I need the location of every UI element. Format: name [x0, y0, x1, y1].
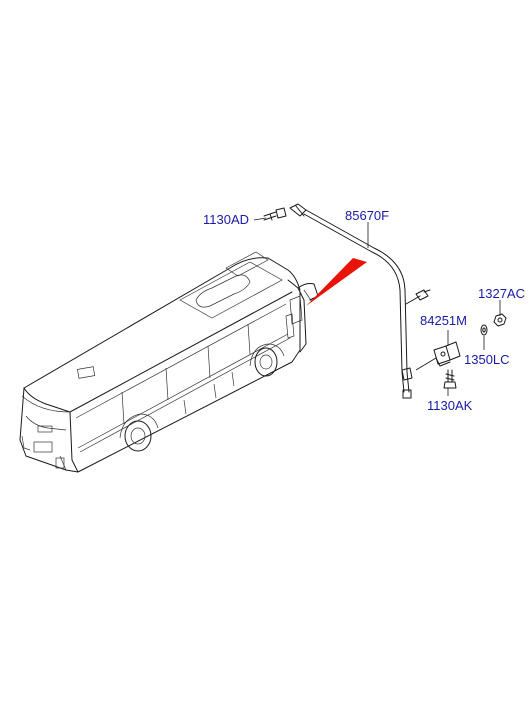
washer-1350lc: [480, 324, 488, 336]
label-84251m: 84251M: [420, 313, 467, 328]
leader-lines: [253, 217, 501, 396]
label-1350lc: 1350LC: [464, 352, 510, 367]
cable-assembly: [289, 203, 431, 399]
label-1130ad: 1130AD: [203, 212, 249, 227]
label-85670f: 85670F: [345, 208, 389, 223]
screw-1130ad: [263, 207, 287, 221]
bracket-84251m: [433, 341, 461, 367]
label-1130ak: 1130AK: [427, 398, 473, 413]
bolt-1130ak: [443, 369, 457, 389]
nut-1327ac: [493, 313, 507, 327]
bus-illustration: [19, 251, 319, 473]
label-1327ac: 1327AC: [478, 286, 525, 301]
highlight-arrow: [306, 258, 367, 306]
